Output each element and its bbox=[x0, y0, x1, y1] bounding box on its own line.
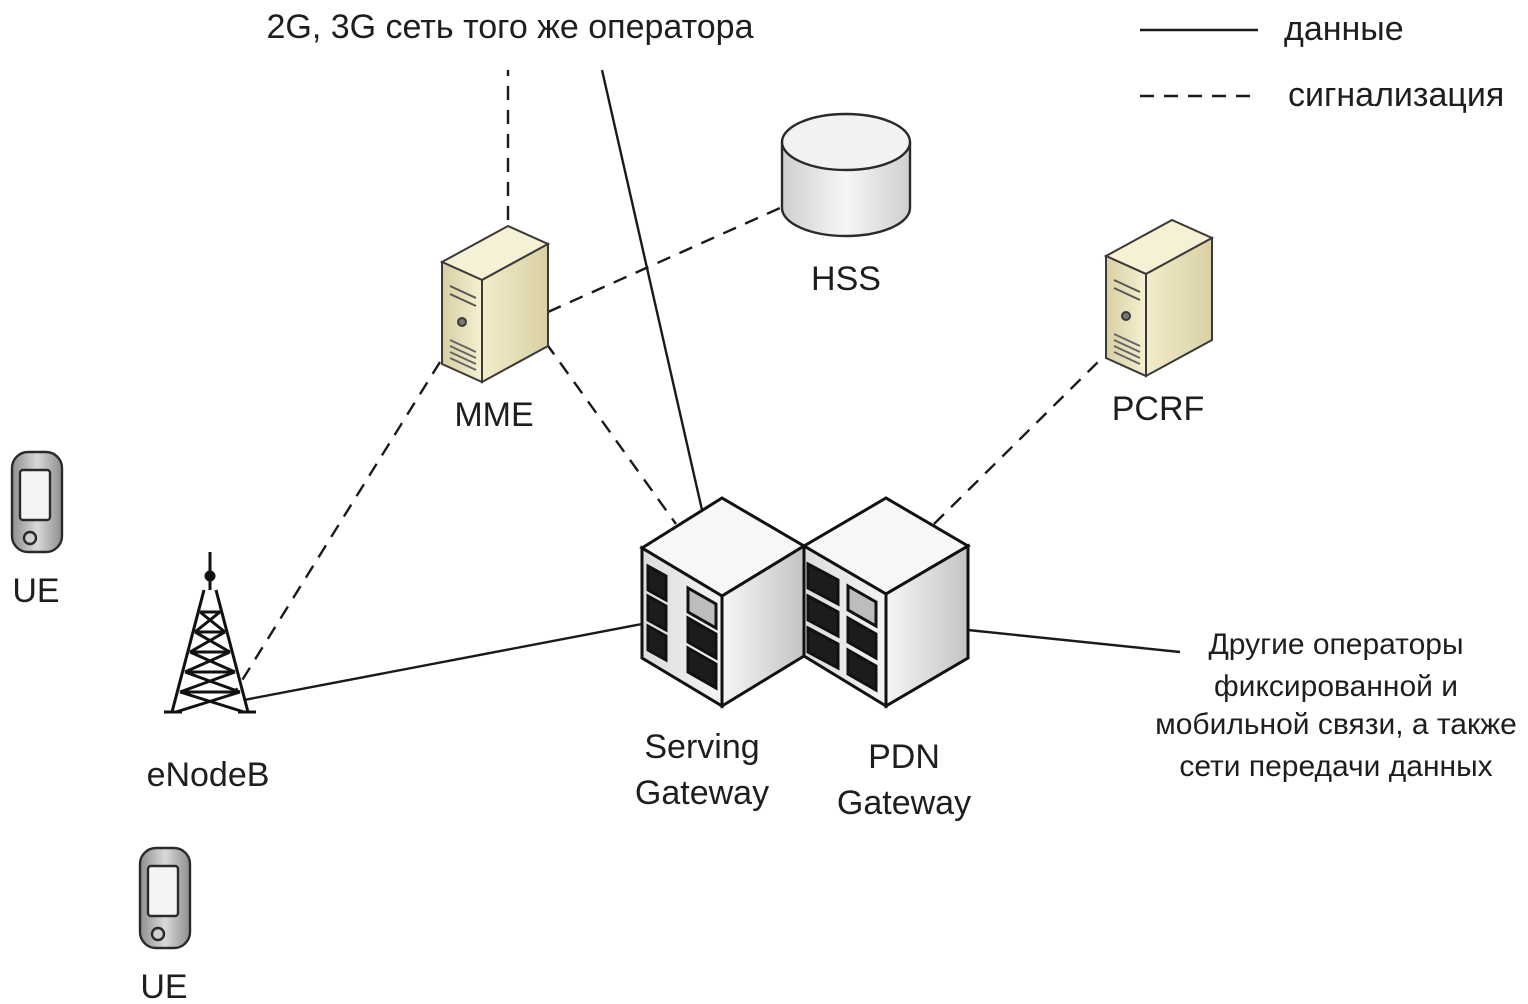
pcrf-server-icon bbox=[1103, 218, 1215, 378]
legend-signal-label: сигнализация bbox=[1288, 76, 1504, 114]
label-pcrf: PCRF bbox=[1112, 390, 1205, 428]
other-operators-line3: мобильной связи, а также bbox=[1155, 708, 1517, 741]
legend-data-label: данные bbox=[1284, 10, 1404, 48]
mme-server-icon bbox=[439, 224, 551, 384]
other-operators-line2: фиксированной и bbox=[1214, 670, 1458, 703]
label-ue-top: UE bbox=[12, 572, 59, 610]
label-enodeb: eNodeB bbox=[147, 756, 270, 794]
pdn-gateway-icon bbox=[801, 496, 971, 709]
other-operators-line1: Другие операторы bbox=[1208, 628, 1463, 661]
signal-mme-to-enodeb bbox=[234, 361, 442, 691]
data-enodeb-to-sgw bbox=[243, 622, 643, 702]
other-operators-label: Другие операторы фиксированной и мобильн… bbox=[1155, 628, 1517, 783]
label-hss: HSS bbox=[811, 260, 881, 298]
label-sgw-line2: Gateway bbox=[635, 774, 769, 812]
ue-phone-icon-bottom bbox=[138, 846, 192, 950]
hss-database-icon bbox=[780, 112, 912, 238]
legend: данные сигнализация bbox=[1140, 10, 1504, 114]
enodeb-tower-icon bbox=[164, 552, 256, 714]
serving-gateway-icon bbox=[639, 496, 807, 709]
data-sgw-to-2g3g bbox=[600, 69, 704, 511]
label-mme: MME bbox=[454, 396, 533, 434]
label-pgw-line1: PDN bbox=[868, 738, 940, 776]
label-ue-bottom: UE bbox=[140, 968, 187, 1004]
signal-mme-to-sgw bbox=[545, 342, 677, 525]
other-operators-line4: сети передачи данных bbox=[1179, 750, 1492, 783]
signal-mme-to-hss bbox=[547, 206, 781, 314]
ue-phone-icon-top bbox=[10, 450, 64, 554]
label-pgw-line2: Gateway bbox=[837, 784, 971, 822]
signal-pgw-to-pcrf bbox=[933, 361, 1099, 525]
label-2g3g-network: 2G, 3G сеть того же оператора bbox=[267, 8, 754, 46]
data-pgw-to-other-operators bbox=[967, 628, 1181, 654]
connections bbox=[234, 69, 1181, 702]
label-sgw-line1: Serving bbox=[644, 728, 759, 766]
